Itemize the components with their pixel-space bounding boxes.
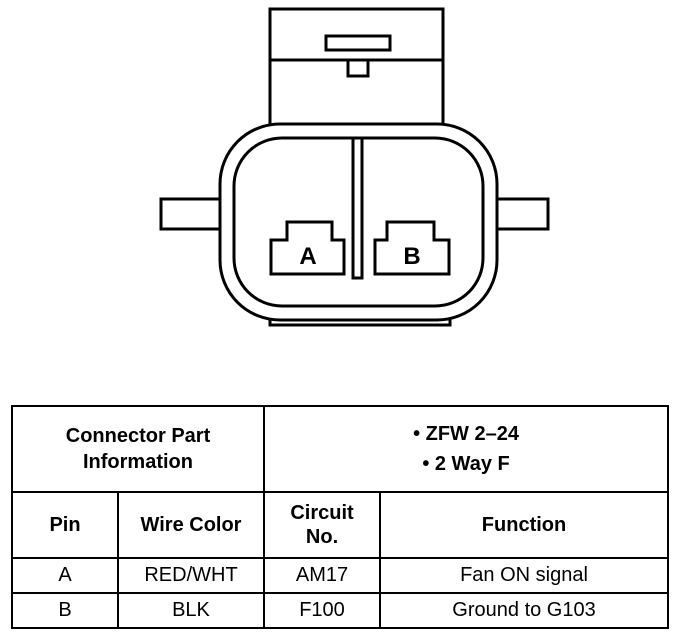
- pin-a-label: A: [299, 243, 316, 270]
- pin-b-label: B: [403, 243, 420, 270]
- part-info-title: Connector Part Information: [10, 405, 266, 493]
- table-row: A RED/WHT AM17 Fan ON signal: [11, 557, 670, 594]
- cell-function: Ground to G103: [379, 592, 670, 629]
- header-function: Function: [379, 491, 670, 559]
- part-info-item: ZFW 2–24: [265, 419, 667, 449]
- header-wire-color: Wire Color: [116, 491, 266, 559]
- cell-circuit: F100: [263, 592, 382, 629]
- column-header-row: Pin Wire Color Circuit No. Function: [11, 491, 670, 559]
- connector-body-outer: [218, 122, 499, 322]
- cell-pin: A: [11, 557, 119, 594]
- cell-function: Fan ON signal: [379, 557, 670, 594]
- part-info-row: Connector Part Information ZFW 2–24 2 Wa…: [10, 405, 670, 493]
- center-divider: [351, 136, 364, 280]
- cell-pin: B: [11, 592, 119, 629]
- pin-a-cavity: [269, 220, 346, 276]
- pin-b-cavity: [373, 220, 451, 276]
- connector-diagram: A B: [159, 7, 550, 327]
- header-pin: Pin: [11, 491, 119, 559]
- part-info-list: ZFW 2–24 2 Way F: [263, 405, 670, 493]
- latch-tab-stem: [346, 58, 370, 78]
- latch-tab: [324, 34, 392, 52]
- part-info-item: 2 Way F: [265, 449, 667, 479]
- cell-wire-color: RED/WHT: [116, 557, 266, 594]
- connector-latch: [268, 7, 445, 136]
- table-row: B BLK F100 Ground to G103: [11, 592, 670, 629]
- cell-circuit: AM17: [263, 557, 382, 594]
- header-circuit: Circuit No.: [263, 491, 382, 559]
- cell-wire-color: BLK: [116, 592, 266, 629]
- connector-info-table: Connector Part Information ZFW 2–24 2 Wa…: [10, 405, 670, 629]
